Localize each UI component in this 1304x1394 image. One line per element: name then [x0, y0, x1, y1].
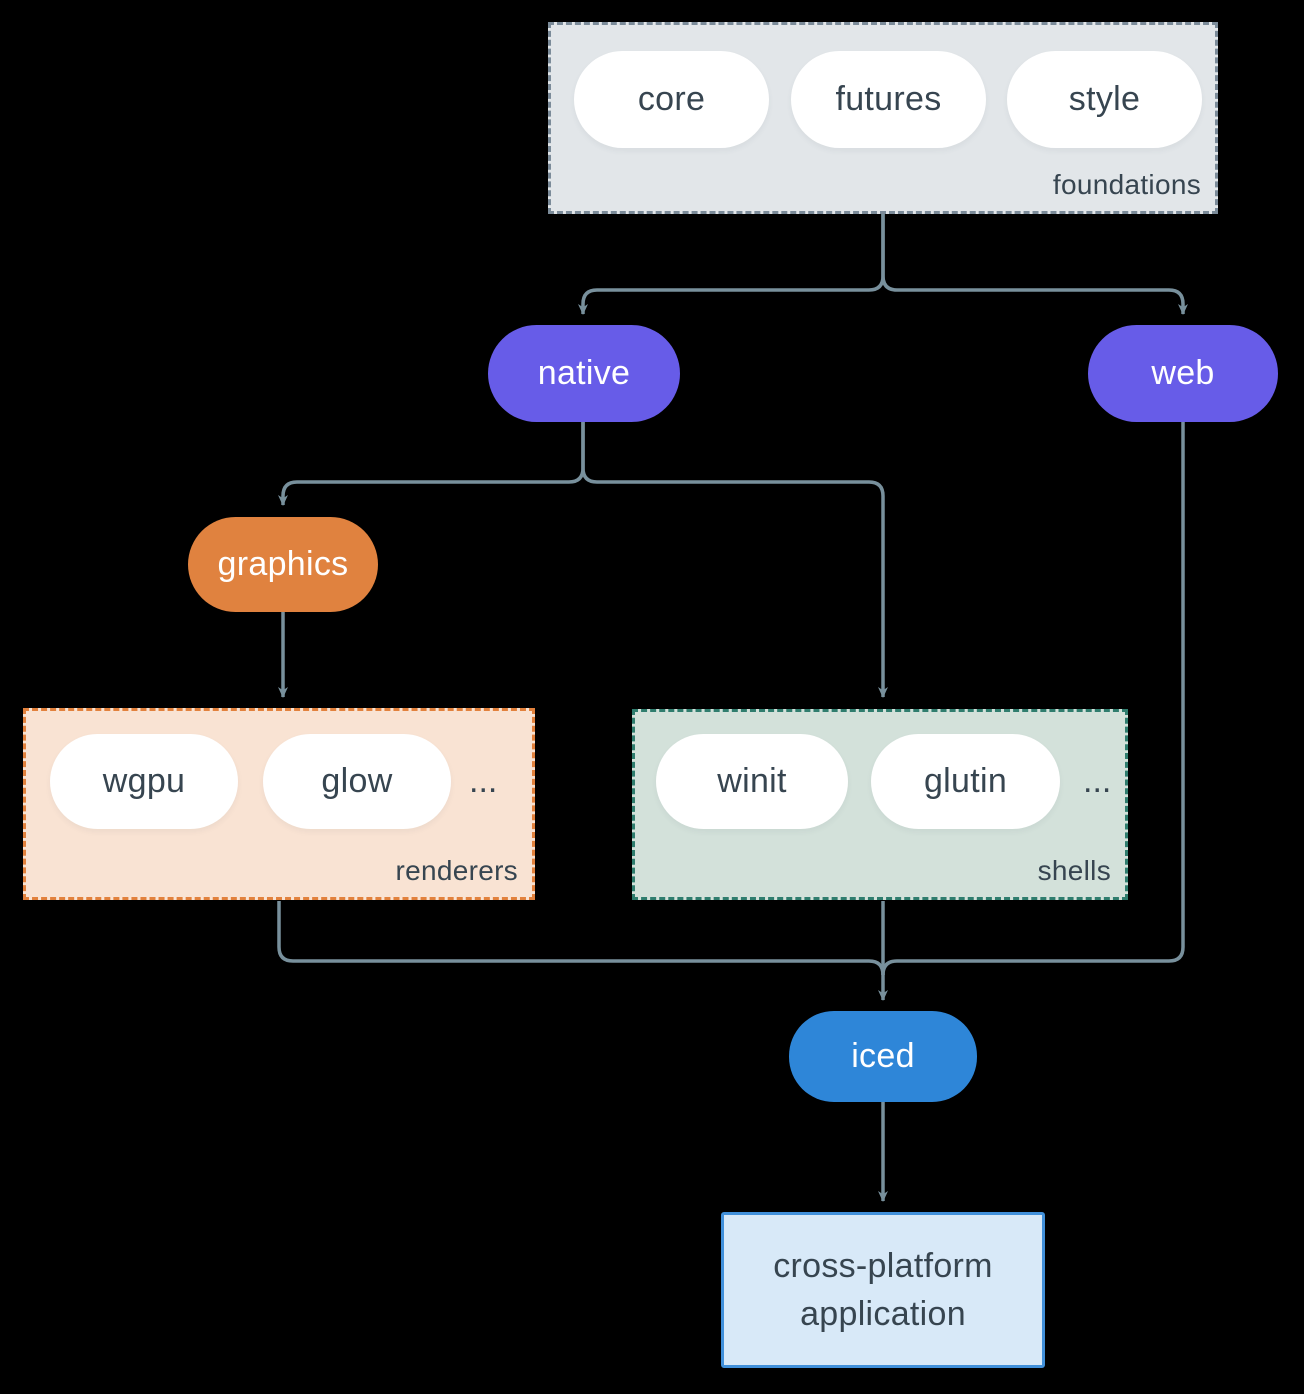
edge-renderers-to-merge	[277, 901, 885, 976]
edge-foundations-to-native	[578, 214, 885, 315]
shells-ellipsis: ...	[1083, 762, 1112, 800]
node-graphics: graphics	[188, 517, 378, 612]
node-web: web	[1088, 325, 1278, 422]
application-label: cross-platform application	[773, 1247, 993, 1333]
pill-style: style	[1007, 51, 1202, 148]
renderers-label: renderers	[395, 855, 518, 886]
node-native: native	[488, 325, 680, 422]
pill-glutin: glutin	[871, 734, 1060, 829]
renderers-ellipsis: ...	[469, 762, 498, 800]
edge-foundations-to-web	[881, 214, 1188, 315]
pill-futures: futures	[791, 51, 986, 148]
group-shells: winit glutin ... shells	[632, 709, 1128, 900]
group-foundations: core futures style foundations	[548, 22, 1218, 214]
node-iced: iced	[789, 1011, 977, 1102]
pill-winit: winit	[656, 734, 848, 829]
pill-wgpu: wgpu	[50, 734, 238, 829]
application-box: cross-platform application	[721, 1212, 1045, 1368]
foundations-label: foundations	[1052, 169, 1201, 200]
shells-label: shells	[1037, 855, 1111, 886]
pill-core: core	[574, 51, 769, 148]
group-renderers: wgpu glow ... renderers	[23, 708, 535, 900]
pill-glow: glow	[263, 734, 451, 829]
edge-native-to-graphics	[278, 422, 585, 506]
edge-native-to-shells	[581, 422, 888, 698]
